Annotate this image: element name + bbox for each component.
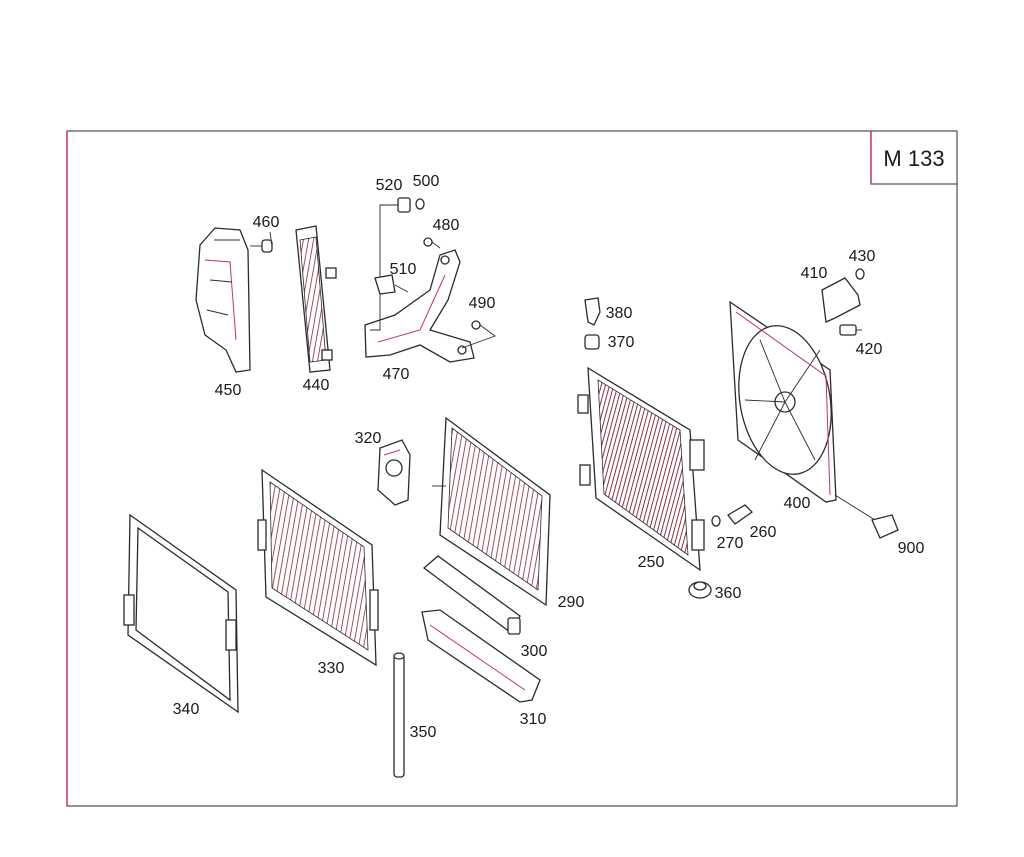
radiator-250[interactable] bbox=[577, 366, 705, 572]
callout-470: 470 bbox=[383, 366, 410, 383]
callout-490: 490 bbox=[469, 295, 496, 312]
callout-380: 380 bbox=[606, 305, 633, 322]
group-code-label: M 133 bbox=[883, 146, 944, 171]
callout-420: 420 bbox=[856, 341, 883, 358]
air-duct-310[interactable] bbox=[421, 609, 541, 703]
drain-plug-260[interactable] bbox=[727, 504, 754, 525]
callout-270: 270 bbox=[717, 535, 744, 552]
callout-480: 480 bbox=[433, 217, 460, 234]
nut-500[interactable] bbox=[415, 198, 425, 210]
plug-380[interactable] bbox=[584, 297, 601, 326]
grommet-370[interactable] bbox=[584, 334, 600, 350]
callout-350: 350 bbox=[410, 724, 437, 741]
screw-420[interactable] bbox=[839, 324, 862, 336]
callout-500: 500 bbox=[413, 173, 440, 190]
callout-290: 290 bbox=[558, 594, 585, 611]
callout-450: 450 bbox=[215, 382, 242, 399]
bolt-480[interactable] bbox=[423, 237, 441, 249]
housing-320[interactable] bbox=[377, 439, 411, 506]
callout-900: 900 bbox=[898, 540, 925, 557]
bracket-410[interactable] bbox=[821, 277, 861, 323]
frame-340[interactable] bbox=[123, 513, 239, 714]
fastener-520[interactable] bbox=[370, 197, 411, 331]
callout-520: 520 bbox=[376, 177, 403, 194]
clip-510[interactable] bbox=[374, 274, 409, 295]
callout-370: 370 bbox=[608, 334, 635, 351]
fan-shroud-400[interactable] bbox=[728, 300, 843, 503]
grommet-360[interactable] bbox=[688, 581, 712, 599]
condenser-330[interactable] bbox=[257, 468, 379, 667]
callout-330: 330 bbox=[318, 660, 345, 677]
callout-360: 360 bbox=[715, 585, 742, 602]
callout-430: 430 bbox=[849, 248, 876, 265]
callout-250: 250 bbox=[638, 554, 665, 571]
callout-400: 400 bbox=[784, 495, 811, 512]
callout-340: 340 bbox=[173, 701, 200, 718]
callout-440: 440 bbox=[303, 377, 330, 394]
oil-cooler-440[interactable] bbox=[295, 225, 337, 373]
callout-410: 410 bbox=[801, 265, 828, 282]
charge-air-cooler-290[interactable] bbox=[432, 416, 551, 607]
callout-320: 320 bbox=[355, 430, 382, 447]
callout-300: 300 bbox=[521, 643, 548, 660]
tube-350[interactable] bbox=[393, 652, 405, 778]
connector-900[interactable] bbox=[834, 494, 899, 539]
bolt-490[interactable] bbox=[461, 320, 496, 349]
seal-270[interactable] bbox=[711, 515, 721, 527]
seal-430[interactable] bbox=[855, 268, 865, 280]
bracket-470[interactable] bbox=[364, 249, 475, 363]
callout-510: 510 bbox=[390, 261, 417, 278]
callout-260: 260 bbox=[750, 524, 777, 541]
cap-460[interactable] bbox=[250, 239, 273, 253]
charge-pipe-300[interactable] bbox=[422, 555, 521, 635]
callout-460: 460 bbox=[253, 214, 280, 231]
expansion-tank-450[interactable] bbox=[195, 227, 251, 373]
callout-310: 310 bbox=[520, 711, 547, 728]
